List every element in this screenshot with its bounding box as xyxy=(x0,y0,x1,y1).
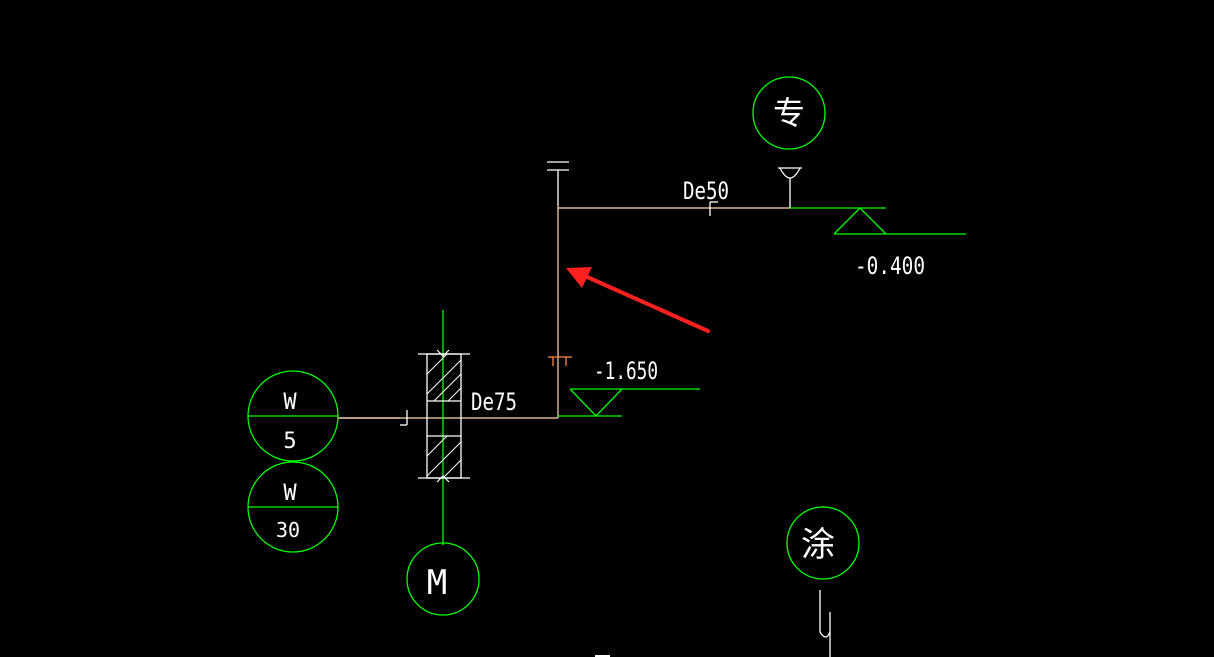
tag-zhuan-text: 专 xyxy=(773,94,805,132)
elevation-upper-label: -0.400 xyxy=(855,252,925,280)
tag-tu-text: 涂 xyxy=(801,525,835,565)
pipe-joint-de50-icon xyxy=(709,201,718,216)
floor-drain-icon xyxy=(778,167,802,208)
highlight-arrow-icon xyxy=(566,267,710,333)
tag-w5-bottom-text: 5 xyxy=(283,429,296,454)
pipe-label-de50: De50 xyxy=(683,177,729,205)
pipe-joint-de75-icon xyxy=(400,410,408,426)
elevation-lower-label: -1.650 xyxy=(594,357,658,385)
tag-w30-top-text: W xyxy=(283,481,297,506)
hook-icon xyxy=(819,590,831,657)
circle-tag-m[interactable]: M xyxy=(406,542,480,616)
vent-cap-icon xyxy=(547,161,569,205)
cleanout-icon xyxy=(548,356,572,366)
circle-tag-zhuan[interactable]: 专 xyxy=(752,76,826,150)
tag-w30-bottom-text: 30 xyxy=(276,518,300,542)
circle-tag-w30[interactable]: W 30 xyxy=(247,461,339,553)
elevation-marker-upper xyxy=(790,207,966,235)
circle-tag-w5[interactable]: W 5 xyxy=(247,370,339,462)
circle-tag-tu[interactable]: 涂 xyxy=(786,506,860,580)
elevation-marker-lower xyxy=(558,388,700,417)
pipe-label-de75: De75 xyxy=(471,388,517,416)
wall-section xyxy=(418,310,470,545)
pipe-network xyxy=(340,204,790,419)
tag-m-text: M xyxy=(427,563,447,603)
tag-w5-top-text: W xyxy=(283,390,297,415)
